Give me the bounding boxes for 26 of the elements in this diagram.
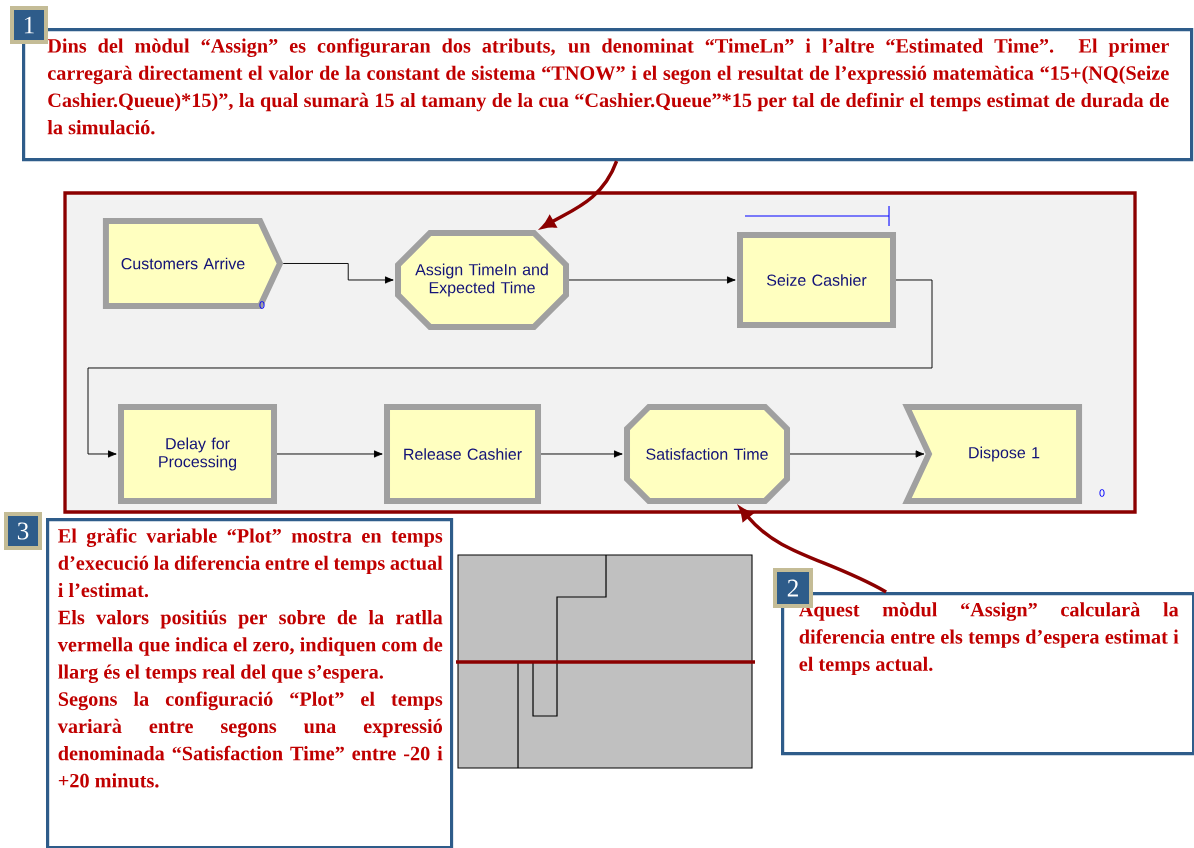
process-module: Seize Cashier (737, 232, 896, 328)
process-module: Release Cashier (384, 404, 541, 504)
number-badge: 1 (10, 6, 48, 44)
connector (789, 450, 925, 458)
callout-text: Dins del mòdul “Assign” es configuraran dos atributs, un denominat “TimeLn” i l’altre “Estimated Time”. El primer carregarà directament el valor de la constant de sistema “TNOW” i el segon el resultat de l’expressió matemàtica “15+(NQ(Seize Cashier.Queue)*15)”, la qual sumarà 15 al tamany de la cua “Cashier.Queue”*15 per tal de definir el temps estimat de durada de la simulació. (47, 38, 1169, 135)
counter-label: 0 (259, 301, 265, 309)
number-badge: 3 (4, 512, 42, 550)
connector (282, 263, 394, 284)
callout-box (10, 6, 1194, 162)
assign-module: Assign TimeIn and Expected Time (395, 230, 569, 330)
number-badge: 2 (773, 568, 813, 608)
create-module: Customers Arrive 0 (102, 218, 284, 309)
assign-module: Satisfaction Time (624, 404, 790, 504)
counter-label: 0 (1099, 489, 1105, 497)
connector (276, 450, 383, 458)
callout-text: Els valors positiús per sobre de la ratlla vermella que indica el zero, indiquen com de llarg és el temps real del que s’espera. (57, 610, 443, 683)
dispose-module: Dispose 1 0 (902, 404, 1105, 504)
callout-box (773, 568, 1194, 756)
connector (540, 450, 623, 458)
leader-arrow (739, 506, 887, 594)
callout-text: El gràfic variable “Plot” mostra en temps d’execució la diferencia entre el temps actual i l’estimat. (58, 528, 443, 598)
callout-text: Segons la configuració “Plot” el temps variarà entre segons una expressió denominada “Satisfaction Time” entre -20 i +20 minuts. (57, 691, 443, 788)
callout-box (4, 512, 454, 848)
connector (87, 279, 933, 458)
process-module: Delay for Processing (118, 404, 277, 504)
connector (568, 276, 736, 284)
